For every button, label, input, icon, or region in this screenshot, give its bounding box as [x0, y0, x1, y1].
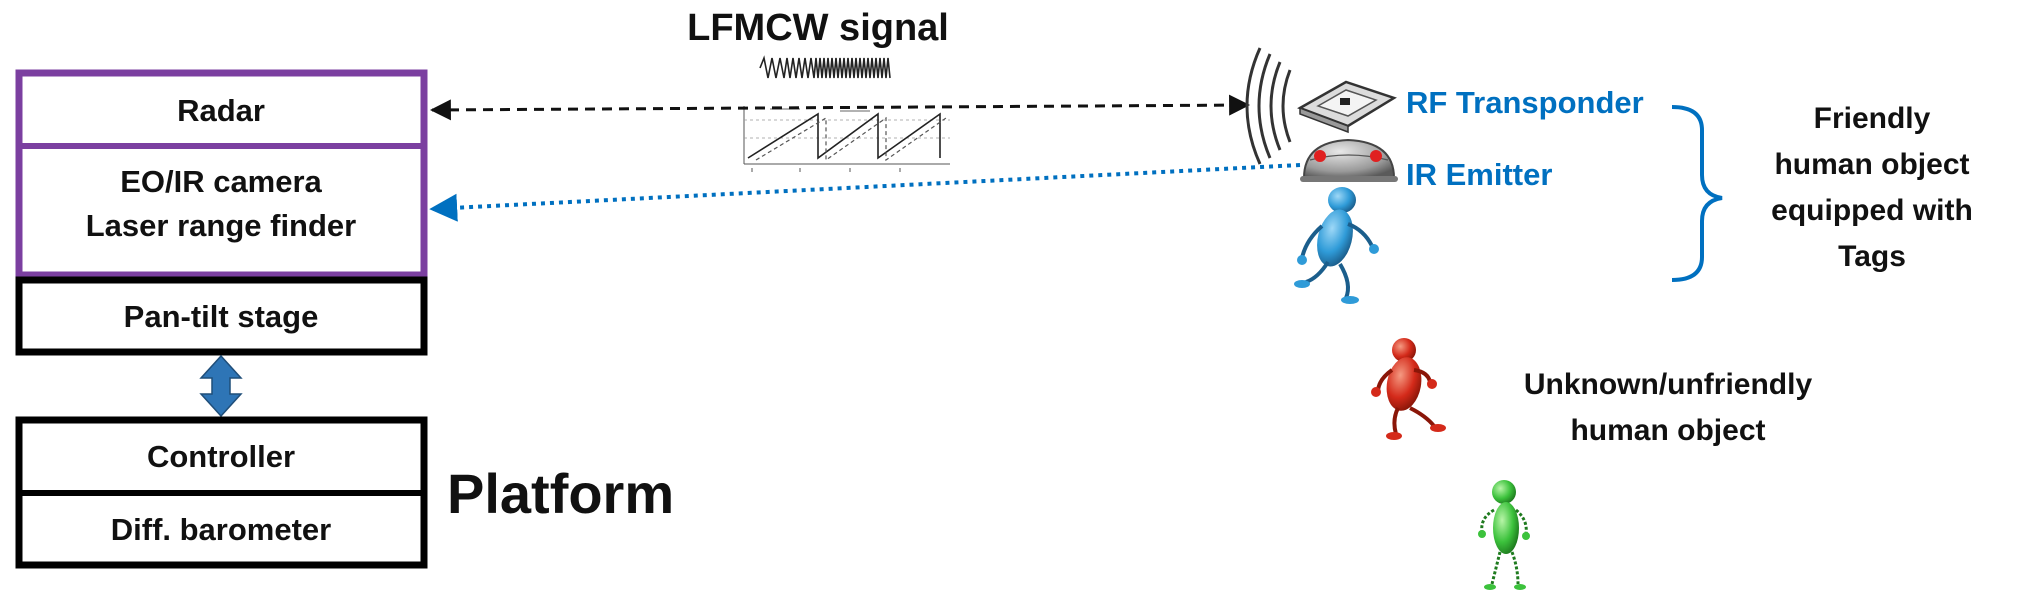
- friendly-human-figure: [1294, 187, 1379, 304]
- vertical-link-arrow: [199, 354, 243, 418]
- unknown-line-2: human object: [1570, 414, 1765, 447]
- friendly-line-3: equipped with: [1771, 194, 1973, 227]
- pan-tilt-label: Pan-tilt stage: [124, 299, 319, 334]
- controller-label: Controller: [147, 439, 295, 474]
- barometer-label: Diff. barometer: [111, 512, 331, 547]
- friendly-line-1: Friendly: [1814, 102, 1931, 135]
- rf-transponder-label: RF Transponder: [1406, 85, 1644, 120]
- friendly-group-brace: [1671, 105, 1723, 282]
- friendly-line-2: human object: [1774, 148, 1969, 181]
- pan-tilt-box: [15, 276, 428, 356]
- rf-transponder-icon: [1245, 47, 1397, 165]
- radar-link-arrow: [429, 94, 1251, 121]
- platform-stack: Radar EO/IR camera Laser range finder Pa…: [15, 69, 428, 569]
- ir-link-arrow: [429, 163, 1301, 222]
- lfmcw-signal-title: LFMCW signal: [687, 7, 949, 49]
- laser-range-finder-label: Laser range finder: [86, 208, 356, 243]
- unfriendly-human-figure: [1371, 338, 1446, 440]
- friendly-line-4: Tags: [1838, 240, 1906, 273]
- ir-emitter-helmet-icon: [1300, 138, 1398, 182]
- ir-emitter-label: IR Emitter: [1406, 157, 1552, 192]
- platform-label: Platform: [447, 462, 674, 525]
- unknown-line-1: Unknown/unfriendly: [1524, 368, 1813, 401]
- eo-ir-camera-label: EO/IR camera: [120, 164, 322, 199]
- sawtooth-chart-icon: [743, 106, 950, 172]
- sensor-group-frame: [15, 69, 428, 279]
- radar-box-label: Radar: [177, 93, 265, 128]
- green-human-figure: [1478, 480, 1530, 590]
- chirp-waveform-icon: [759, 55, 891, 79]
